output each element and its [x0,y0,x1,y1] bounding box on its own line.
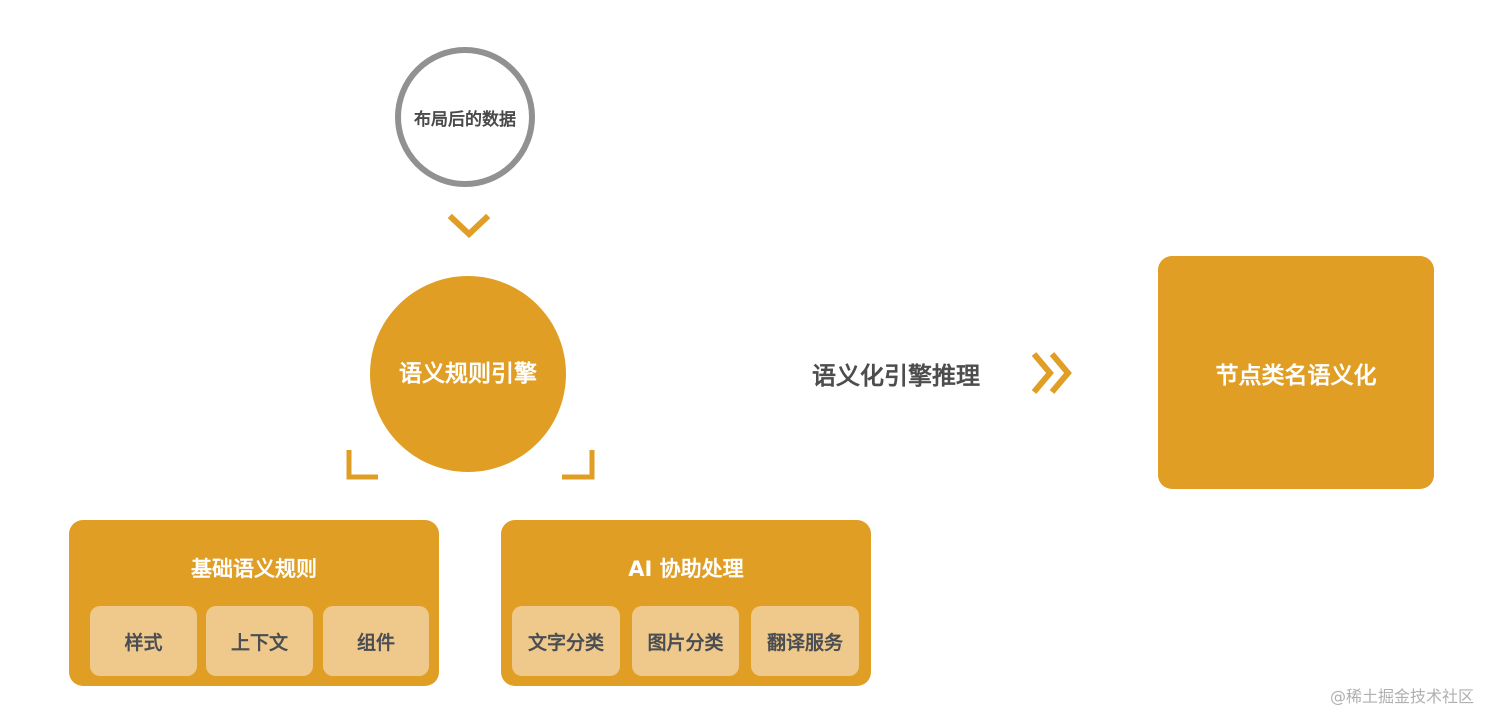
engine-node-label: 语义规则引擎 [399,361,537,387]
chip-image-classification: 图片分类 [632,606,739,676]
chevron-down-icon [448,214,490,239]
chip-context: 上下文 [206,606,313,676]
chip-text-classification: 文字分类 [512,606,620,676]
group-title: 基础语义规则 [191,557,317,581]
corner-bracket-left-icon [346,450,378,480]
chip-style: 样式 [90,606,197,676]
group-ai-assisted: AI 协助处理 文字分类 图片分类 翻译服务 [501,520,871,686]
output-node-class-naming: 节点类名语义化 [1158,256,1434,489]
output-node-label: 节点类名语义化 [1215,362,1377,389]
chip-component: 组件 [323,606,429,676]
group-title: AI 协助处理 [628,557,744,581]
input-node-label: 布局后的数据 [414,109,516,130]
group-basic-semantic-rules: 基础语义规则 样式 上下文 组件 [69,520,439,686]
engine-node-semantic-rules: 语义规则引擎 [370,276,566,472]
double-chevron-right-icon [1031,352,1072,394]
corner-bracket-right-icon [562,450,595,480]
input-node-layout-data: 布局后的数据 [395,47,535,187]
watermark: @稀土掘金技术社区 [1330,687,1475,706]
chip-translation-service: 翻译服务 [751,606,859,676]
inference-label: 语义化引擎推理 [812,362,980,390]
